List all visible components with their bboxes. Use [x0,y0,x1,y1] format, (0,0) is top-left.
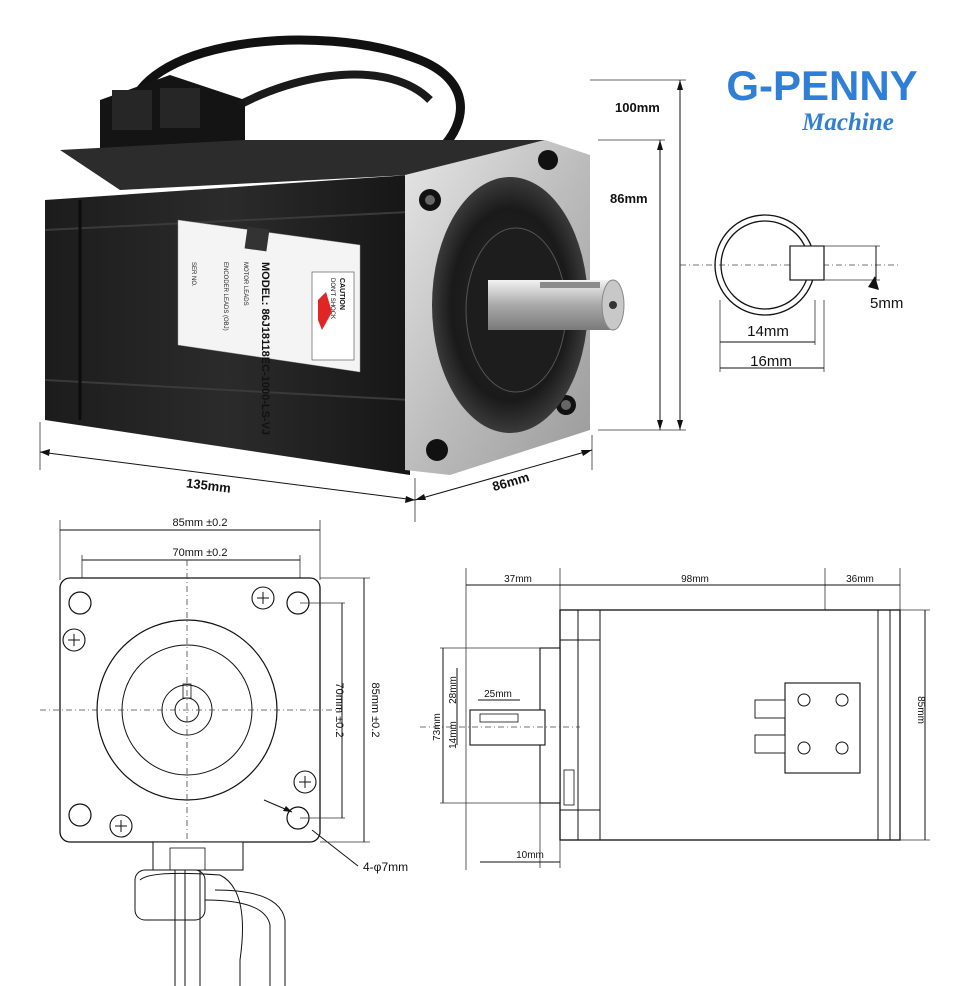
key-offset-label: 28mm [448,676,459,704]
dim-height-total-label: 100mm [615,100,660,115]
label-line-1: MOTOR LEADS [242,262,248,306]
label-line-3: SER NO. [190,262,196,287]
dim-width-label: 86mm [491,469,531,494]
motor-photo: MODEL: 86J18118EC-1000-LS-VJ MOTOR LEADS… [39,35,686,522]
bolt-hole [68,591,92,615]
screw-icon [62,628,86,652]
flat-label: 14mm [747,323,789,340]
boss-dia-label: 73mm [432,713,443,741]
shaft-length-label: 37mm [504,574,532,585]
encoder-length-label: 36mm [846,574,874,585]
key-slot [789,245,825,281]
dim-height-flange-label: 86mm [610,191,648,206]
shaft [488,280,618,330]
front-view: 85mm ±0.2 70mm ±0.2 4-φ7mm [40,517,408,986]
qr-code-icon [244,226,270,252]
key-depth-label: 5mm [870,295,903,312]
bolt-spacing-h-label: 70mm ±0.2 [173,547,228,559]
bolt-hole [68,803,92,827]
brand-logo: G-PENNY Machine [726,62,917,136]
side-connector [784,682,861,774]
bolt-spacing-v-label: 70mm ±0.2 [333,683,345,738]
flange-square [59,577,321,843]
hole-label: 4-φ7mm [363,860,408,874]
dim-height: 100mm 86mm [590,79,686,431]
diameter-label: 16mm [750,353,792,370]
side-view: 37mm 98mm 36mm 73mm 28mm 14mm [420,568,930,870]
key-length-label: 25mm [484,689,512,700]
body-height-label: 85mm [915,696,926,724]
shock-warning-icon [318,292,332,330]
label-model: MODEL: 86J18118EC-1000-LS-VJ [259,262,271,435]
body-length-label: 98mm [681,574,709,585]
boss-depth-label: 10mm [516,850,544,861]
cable [125,35,465,154]
screw-icon [293,770,317,794]
screw-icon [251,586,275,610]
caution-text: CAUTION [338,278,345,310]
outer-width-label: 85mm ±0.2 [173,517,228,529]
shaft-section: 5mm 14mm 16mm [680,214,903,372]
outer-height-label: 85mm ±0.2 [369,683,381,738]
brand-sub: Machine [801,109,894,136]
brand-name: G-PENNY [726,62,917,109]
label-line-2: ENCODER LEADS (OBJ) [222,262,228,331]
shaft-dia-label: 14mm [448,721,459,749]
dim-length-label: 135mm [185,475,231,495]
screw-icon [109,814,133,838]
motor-label: MODEL: 86J18118EC-1000-LS-VJ MOTOR LEADS… [177,219,361,435]
caution-sub: DON'T SHOCK [329,278,335,319]
